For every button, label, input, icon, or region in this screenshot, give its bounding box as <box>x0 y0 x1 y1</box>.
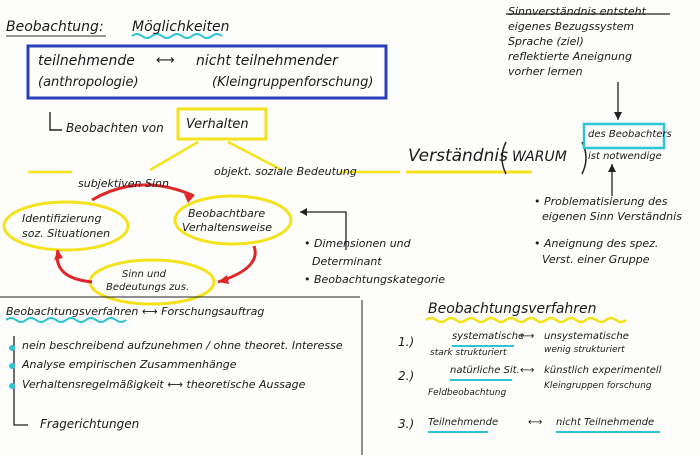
subtitle: Möglichkeiten <box>132 19 230 35</box>
method-a2: stark strukturiert <box>430 348 507 358</box>
meaning-objective: objekt. soziale Bedeutung <box>214 165 357 178</box>
method-a: natürliche Sit. <box>450 365 520 376</box>
method-num: 3.) <box>398 417 415 431</box>
top-right-line: Sinnverständnis entsteht <box>508 5 646 18</box>
research-title: Beobachtungsverfahren ⟷ Forschungsauftra… <box>6 305 265 318</box>
cycle-observable-2: Verhaltensweise <box>182 221 273 234</box>
method-num: 1.) <box>398 335 415 349</box>
research-item: nein beschreibend aufzunehmen / ohne the… <box>22 339 343 352</box>
research-footer: Fragerichtungen <box>40 417 140 431</box>
understanding-right-top: des Beobachters <box>588 129 672 140</box>
observe-lead: Beobachten von <box>66 121 164 135</box>
research-item: Analyse empirischen Zusammenhänge <box>22 358 237 371</box>
mid-right-bullet-cont: Verst. einer Gruppe <box>542 253 650 266</box>
double-arrow-icon: ⟷ <box>520 365 535 376</box>
method-num: 2.) <box>398 369 415 383</box>
double-arrow-icon: ⟷ <box>528 417 543 428</box>
method-b: nicht Teilnehmende <box>556 417 655 428</box>
dimension-item: Determinant <box>312 255 382 268</box>
box-left-sub: (anthropologie) <box>38 75 139 90</box>
method-a: Teilnehmende <box>428 417 499 428</box>
understanding-right-bottom: ist notwendige <box>588 151 662 162</box>
method-b2: wenig strukturiert <box>544 345 625 355</box>
research-item: Verhaltensregelmäßigkeit ⟷ theoretische … <box>22 378 306 391</box>
understanding-warum: WARUM <box>512 149 567 165</box>
dimension-item: • Dimensionen und <box>304 237 411 250</box>
mid-right-bullet-cont: eigenen Sinn Verständnis <box>542 210 682 223</box>
understanding-word: Verständnis <box>408 146 508 166</box>
box-right-main: nicht teilnehmender <box>196 53 338 69</box>
blue-box <box>26 44 388 100</box>
method-b: unsystematische <box>544 331 629 342</box>
box-left-main: teilnehmende <box>38 53 135 69</box>
observe-boxed: Verhalten <box>186 117 249 132</box>
double-arrow-icon: ⟷ <box>520 331 535 342</box>
cycle-sense-1: Sinn und <box>122 269 167 280</box>
cycle-identify-1: Identifizierung <box>22 212 102 225</box>
meaning-subjective: subjektiven Sinn <box>78 177 169 190</box>
top-right-line: eigenes Bezugssystem <box>508 20 635 33</box>
title: Beobachtung: <box>6 19 104 35</box>
method-b2: Kleingruppen forschung <box>544 381 652 391</box>
method-a: systematische <box>452 331 525 342</box>
cycle-identify-2: soz. Situationen <box>22 227 111 240</box>
cycle-observable-1: Beobachtbare <box>188 207 266 220</box>
double-arrow-icon: ⟷ <box>156 53 175 68</box>
top-right-line: Sprache (ziel) <box>508 35 584 48</box>
mid-right-bullet: • Aneignung des spez. <box>534 237 659 250</box>
method-b: künstlich experimentell <box>544 365 662 376</box>
top-right-line: vorher lernen <box>508 65 583 78</box>
cycle-sense-2: Bedeutungs zus. <box>106 282 190 293</box>
top-right-line: reflektierte Aneignung <box>508 50 632 63</box>
mid-right-bullet: • Problematisierung des <box>534 195 668 208</box>
methods-title: Beobachtungsverfahren <box>428 301 597 317</box>
method-a2: Feldbeobachtung <box>428 388 507 398</box>
box-right-sub: (Kleingruppenforschung) <box>212 75 374 90</box>
dimension-item: • Beobachtungskategorie <box>304 273 446 286</box>
